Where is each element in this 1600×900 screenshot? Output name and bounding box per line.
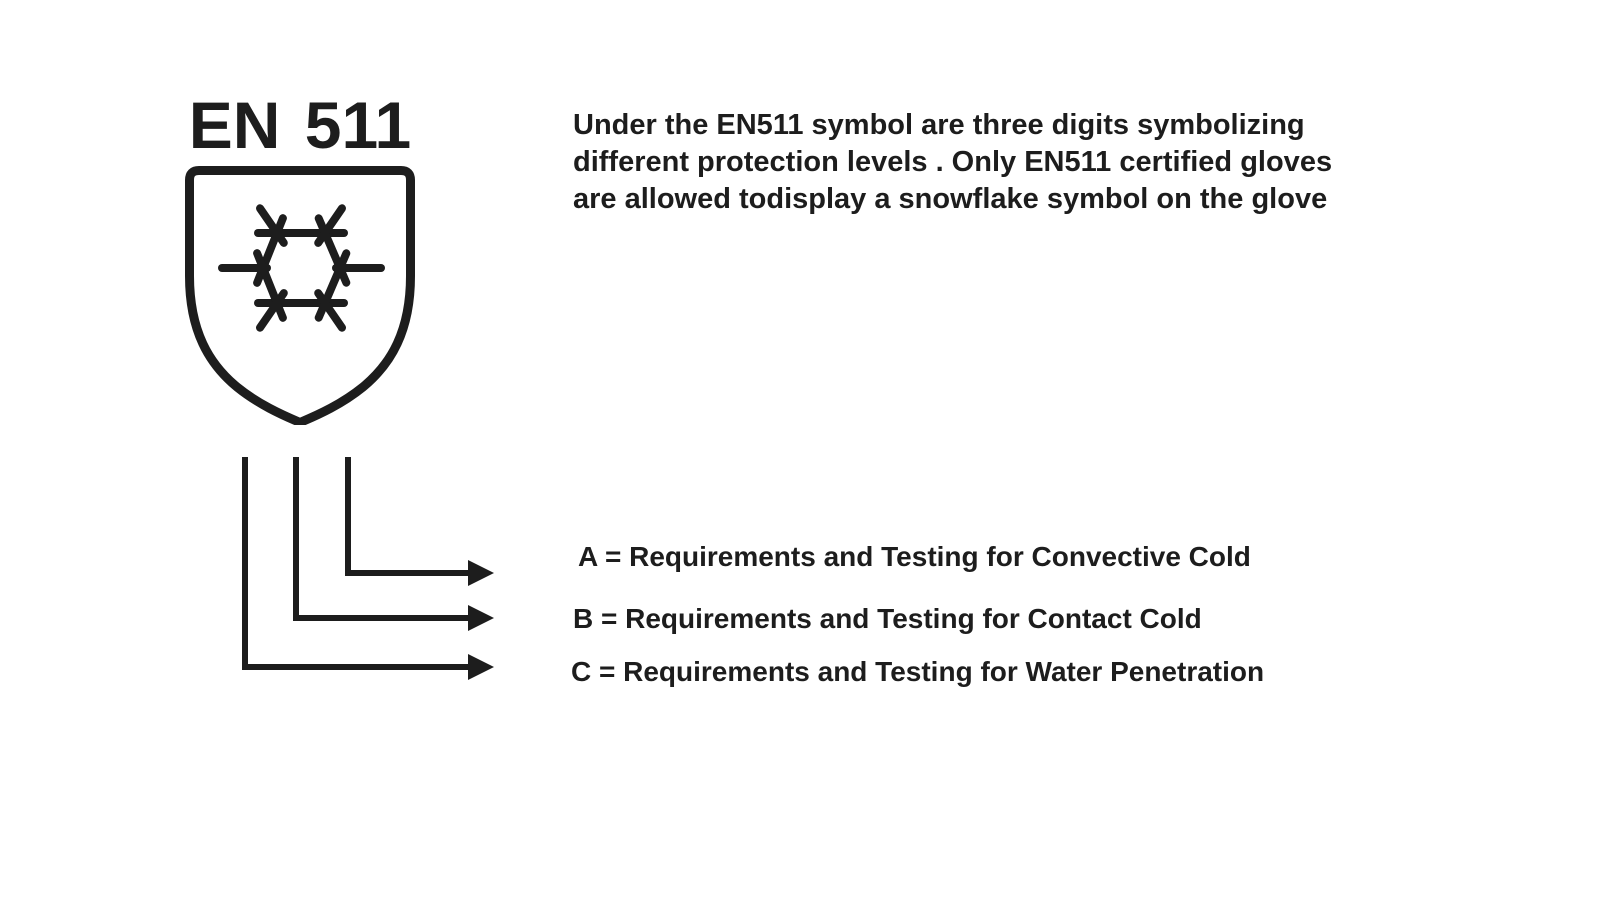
arrow-c-icon: [242, 457, 494, 680]
snowflake-icon: [218, 204, 385, 332]
en511-title: EN 511: [188, 88, 412, 162]
legend-item-b: B = Requirements and Testing for Contact…: [573, 603, 1202, 634]
description-line: are allowed todisplay a snowflake symbol…: [573, 183, 1328, 215]
legend-item-c: C = Requirements and Testing for Water P…: [571, 656, 1265, 687]
en511-shield-icon: [185, 166, 415, 425]
shield-outline: [185, 166, 415, 425]
description-paragraph: Under the EN511 symbol are three digits …: [573, 107, 1332, 218]
legend-item-a: A = Requirements and Testing for Convect…: [578, 541, 1251, 572]
description-line: Under the EN511 symbol are three digits …: [573, 109, 1305, 141]
arrow-a-icon: [345, 457, 494, 586]
description-line: different protection levels . Only EN511…: [573, 146, 1333, 178]
arrow-b-icon: [293, 457, 494, 631]
